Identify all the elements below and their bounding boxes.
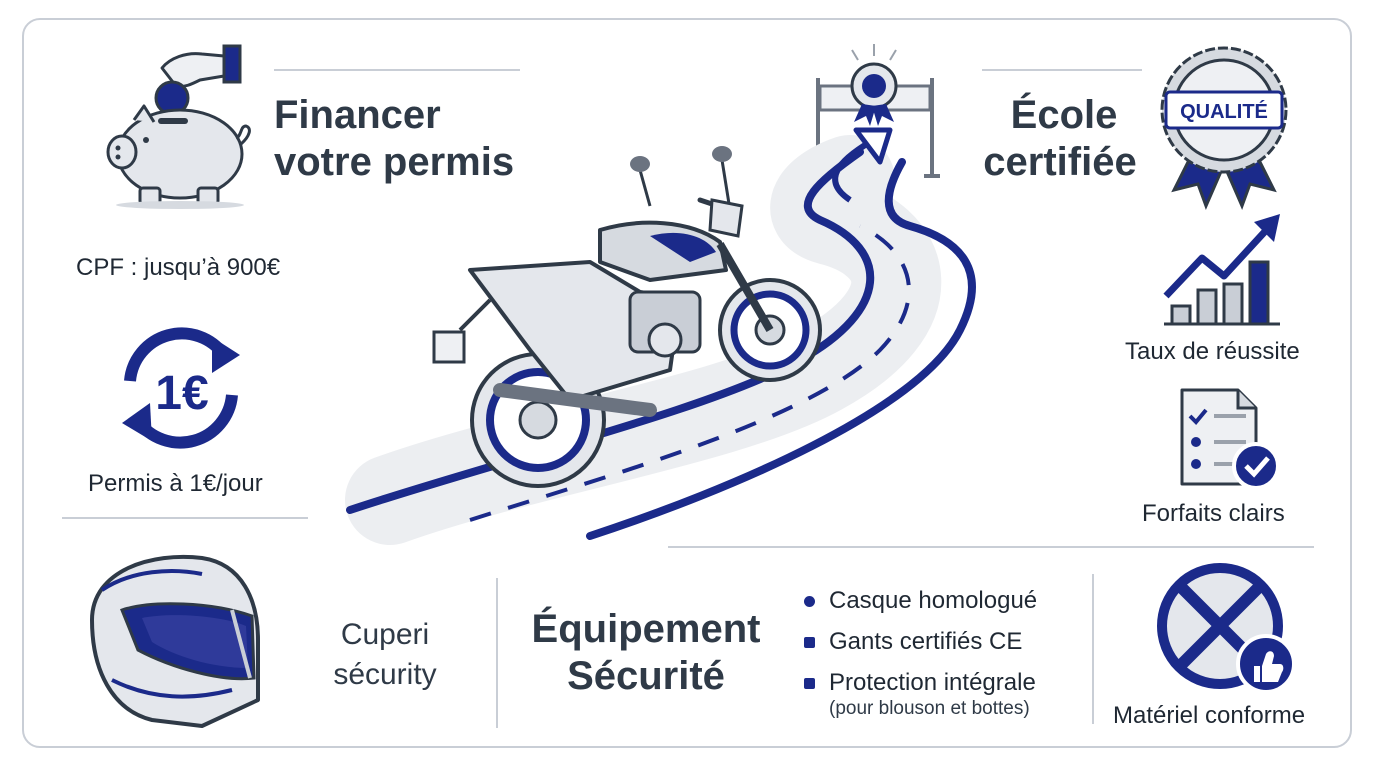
securite-list-item: Gants certifiés CE [804,627,1037,657]
materiel-label: Matériel conforme [1113,702,1306,729]
helmet-caption-line2: sécurity [333,658,437,691]
bullet-square [804,636,815,648]
finance-title-line2: votre permis [274,140,515,184]
permis-jour-label: Permis à 1€/jour [88,470,263,497]
divider-top-right [982,69,1142,71]
cpf-label: CPF : jusqu’à 900€ [76,254,281,281]
quality-badge-icon: QUALITÉ [1160,46,1288,211]
finance-title: Financer votre permis [274,92,514,186]
helmet-icon [90,554,260,728]
forfaits-label: Forfaits clairs [1142,500,1285,527]
securite-list-item: Casque homologué [804,586,1037,616]
securite-item-text: Gants certifiés CE [829,628,1023,655]
divider-bottom [668,546,1314,548]
securite-title-line1: Équipement [531,607,761,651]
euro-cycle-icon: 1€ [122,327,240,449]
finance-title-line1: Financer [274,93,441,137]
securite-note: (pour blouson et bottes) [829,698,1030,719]
divider-top-left [274,69,520,71]
piggy-bank-icon [106,44,251,209]
ecole-title-line1: École [1010,93,1118,137]
helmet-caption: Cuperi sécurity [320,615,450,695]
securite-item-text: Casque homologué [829,587,1038,614]
securite-list: Casque homologué Gants certifiés CE Prot… [804,586,1037,720]
growth-chart-icon [1163,214,1280,326]
securite-item-text: Protection intégrale [829,669,1036,696]
securite-title-line2: Sécurité [567,654,725,698]
divider-vertical-2 [1092,574,1094,724]
divider-vertical-1 [496,578,498,728]
bullet-dot [804,595,815,607]
quality-badge-text: QUALITÉ [1180,100,1268,123]
checklist-document-icon [1180,388,1280,490]
helmet-caption-line1: Cuperi [340,618,430,651]
euro-symbol-text: 1€ [155,367,208,420]
motorcycle-icon [432,146,822,488]
securite-list-item: Protection intégrale [804,668,1037,698]
securite-title: Équipement Sécurité [524,606,768,700]
divider-left-mid [62,517,308,519]
road-illustration [345,44,976,545]
ecole-title: École certifiée [982,92,1146,186]
bullet-square [804,677,815,689]
taux-label: Taux de réussite [1125,338,1300,365]
prohibited-thumbs-up-icon [1157,563,1296,694]
ecole-title-line2: certifiée [983,140,1137,184]
